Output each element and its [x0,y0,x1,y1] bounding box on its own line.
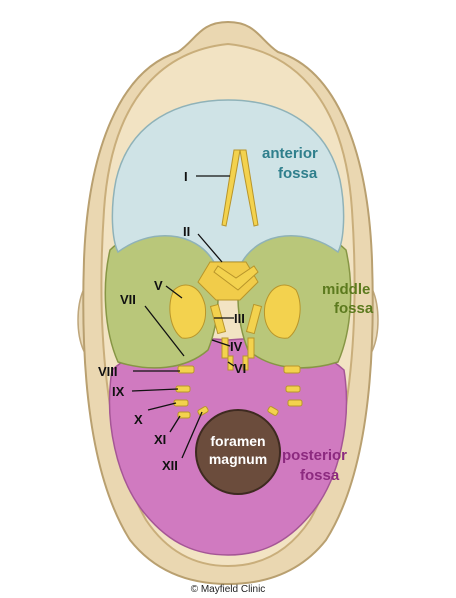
posterior-fossa-label-1: posterior [282,447,347,464]
nerve-label-i: I [184,169,188,184]
anterior-fossa-label-1: anterior [262,145,318,162]
anterior-fossa-label-2: fossa [278,165,318,182]
nerve-label-v: V [154,278,163,293]
nerve-label-viii: VIII [98,364,118,379]
middle-fossa-label-2: fossa [334,300,374,317]
copyright-text: © Mayfield Clinic [191,584,266,595]
nerve-label-xii: XII [162,458,178,473]
nerve-label-iii: III [234,311,245,326]
posterior-fossa-label-2: fossa [300,467,340,484]
foramen-magnum-label-2: magnum [209,451,267,467]
nerve-label-iv: IV [230,339,243,354]
nerve-label-ii: II [183,224,190,239]
middle-fossa-label-1: middle [322,281,370,298]
nerve-label-vii: VII [120,292,136,307]
foramen-magnum-label-1: foramen [210,433,265,449]
nerve-label-x: X [134,412,143,427]
nerve-label-ix: IX [112,384,125,399]
nerve-label-xi: XI [154,432,166,447]
nerve-label-vi: VI [234,361,246,376]
